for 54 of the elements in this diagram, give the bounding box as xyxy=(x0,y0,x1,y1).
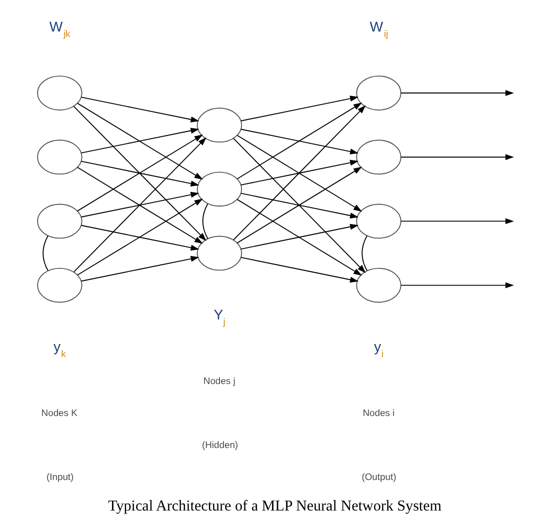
node-circle xyxy=(36,268,82,303)
label: y$_{i}$ xyxy=(374,338,384,360)
caption: Typical Architecture of a MLP Neural Network System xyxy=(108,498,442,514)
arrow xyxy=(232,138,366,274)
node-circle xyxy=(356,268,401,303)
label: W$_{jk}$ xyxy=(48,18,70,39)
connector xyxy=(42,235,48,272)
label: Y$_{j}$ xyxy=(213,306,225,328)
node-circle xyxy=(356,140,401,175)
arrow xyxy=(236,134,362,212)
arrow xyxy=(76,134,202,212)
arrow xyxy=(240,224,358,250)
arrow xyxy=(72,106,206,242)
label: W$_{ij}$ xyxy=(369,18,388,39)
arrow xyxy=(236,102,362,180)
label: Nodes K xyxy=(40,406,77,418)
arrow xyxy=(80,224,199,251)
arrow xyxy=(400,282,514,288)
connector xyxy=(361,235,368,272)
label: (Output) xyxy=(361,470,396,482)
node-circle xyxy=(196,172,242,207)
arrow xyxy=(72,137,206,272)
arrow xyxy=(236,198,362,276)
arrow xyxy=(236,166,362,244)
arrow xyxy=(80,160,199,186)
arrow xyxy=(240,96,358,122)
node-circle xyxy=(36,204,82,239)
arrow xyxy=(400,154,514,160)
node-circle xyxy=(196,108,242,142)
arrow xyxy=(240,128,358,154)
arrow xyxy=(240,160,358,186)
arrow xyxy=(240,192,358,219)
node-circle xyxy=(356,76,401,110)
arrow xyxy=(232,105,366,240)
arrow xyxy=(80,256,199,282)
label: (Hidden) xyxy=(202,438,238,450)
node-circle xyxy=(196,236,242,271)
arrow xyxy=(400,218,514,224)
label: Nodes i xyxy=(362,406,394,418)
label: (Input) xyxy=(46,470,74,482)
arrow xyxy=(400,90,514,96)
node-circle xyxy=(36,140,82,175)
arrow xyxy=(76,166,202,244)
node-circle xyxy=(36,76,82,110)
arrow xyxy=(80,96,199,122)
label: Nodes j xyxy=(202,374,235,386)
arrow xyxy=(76,102,202,180)
connector xyxy=(202,203,208,240)
arrow xyxy=(80,128,199,154)
arrow xyxy=(76,198,202,276)
arrow xyxy=(80,192,199,218)
arrow xyxy=(240,256,358,283)
node-circle xyxy=(356,204,401,239)
label: y$_{k}$ xyxy=(53,338,66,360)
